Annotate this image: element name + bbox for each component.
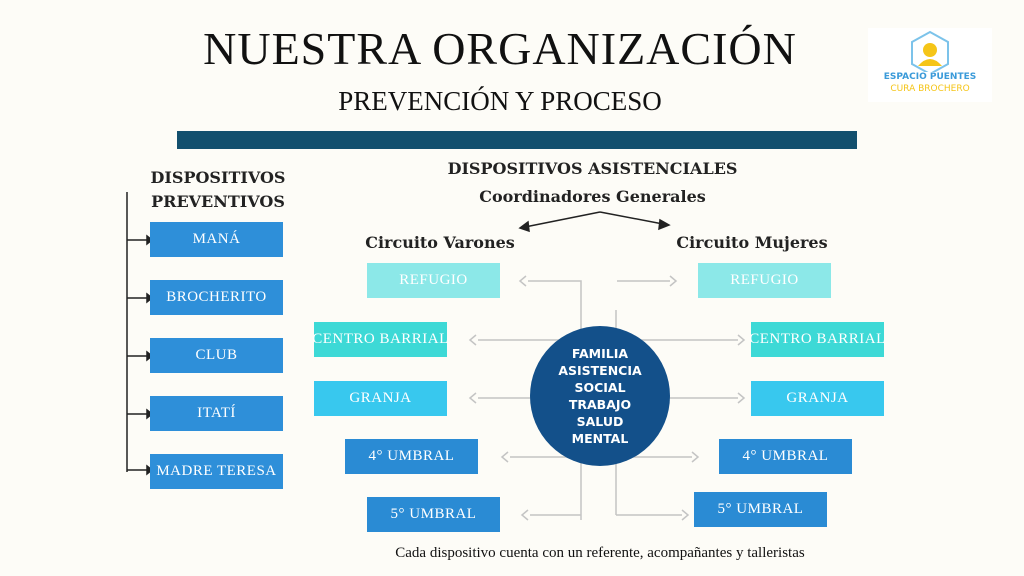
varones-4-umbral: 4° UMBRAL [345, 439, 478, 474]
circuito-mujeres-label: Circuito Mujeres [676, 233, 828, 252]
center-item: TRABAJO [568, 397, 632, 412]
preventivos-heading-line2: PREVENTIVOS [151, 192, 285, 211]
center-item: MENTAL [571, 431, 629, 446]
preventivo-mana: MANÁ [150, 222, 283, 257]
asistenciales-heading: DISPOSITIVOS ASISTENCIALES [447, 159, 738, 178]
preventivo-brocherito: BROCHERITO [150, 280, 283, 315]
coordinadores-label: Coordinadores Generales [479, 187, 706, 206]
varones-granja: GRANJA [314, 381, 447, 416]
mujeres-5-umbral: 5° UMBRAL [694, 492, 827, 527]
mujeres-granja: GRANJA [751, 381, 884, 416]
mujeres-refugio: REFUGIO [698, 263, 831, 298]
center-item: ASISTENCIA [558, 363, 642, 378]
varones-5-umbral: 5° UMBRAL [367, 497, 500, 532]
preventivo-madre-teresa: MADRE TERESA [150, 454, 283, 489]
center-circle: FAMILIA ASISTENCIA SOCIAL TRABAJO SALUD … [530, 326, 670, 466]
varones-centro-barrial: CENTRO BARRIAL [312, 322, 448, 357]
preventivo-itati: ITATÍ [150, 396, 283, 431]
circuito-varones-label: Circuito Varones [365, 233, 515, 252]
page-subtitle: PREVENCIÓN Y PROCESO [338, 86, 662, 116]
center-item: SOCIAL [574, 380, 626, 395]
logo-hexagon-icon [911, 30, 949, 72]
footer-note: Cada dispositivo cuenta con un referente… [395, 545, 805, 561]
page-title: NUESTRA ORGANIZACIÓN [203, 23, 797, 74]
logo: ESPACIO PUENTES CURA BROCHERO [868, 28, 992, 102]
mujeres-centro-barrial: CENTRO BARRIAL [749, 322, 885, 357]
center-item: FAMILIA [571, 346, 629, 361]
divider-bar [177, 131, 857, 149]
mujeres-4-umbral: 4° UMBRAL [719, 439, 852, 474]
logo-line1: ESPACIO PUENTES [883, 72, 977, 82]
logo-line2: CURA BROCHERO [890, 84, 970, 94]
preventivos-heading-line1: DISPOSITIVOS [150, 168, 286, 187]
center-item: SALUD [576, 414, 624, 429]
preventivo-club: CLUB [150, 338, 283, 373]
varones-refugio: REFUGIO [367, 263, 500, 298]
